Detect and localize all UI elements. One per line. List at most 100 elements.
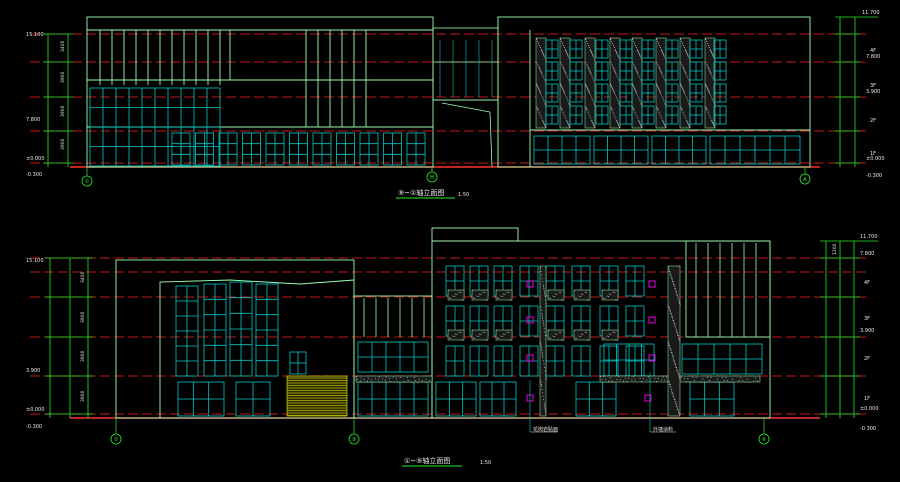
stone-speck: [689, 125, 690, 127]
stone-speck: [663, 121, 665, 123]
dim-label: 3900: [60, 105, 66, 117]
stone-speck: [681, 41, 683, 42]
stone-speck: [677, 335, 679, 337]
note-leader: 外墙涂料: [649, 372, 676, 433]
stone-speck: [707, 88, 709, 90]
stone-speck: [544, 123, 546, 125]
stone-speck: [718, 381, 720, 383]
stone-speck: [508, 331, 510, 333]
stone-speck: [448, 297, 450, 299]
stone-speck: [709, 115, 711, 117]
svg-text:①: ①: [85, 179, 90, 185]
svg-text:花岗岩贴面: 花岗岩贴面: [533, 426, 558, 433]
stone-speck: [454, 335, 456, 337]
stone-speck: [685, 96, 687, 98]
stone-speck: [541, 52, 543, 54]
stone-speck: [722, 377, 723, 379]
stone-speck: [616, 119, 618, 121]
level-label: ±0.000: [866, 156, 885, 162]
stone-speck: [356, 376, 357, 377]
stone-speck: [669, 346, 671, 348]
stone-speck: [741, 380, 743, 382]
stone-speck: [638, 75, 640, 77]
stone-speck: [590, 50, 591, 52]
stone-speck: [707, 45, 709, 46]
stone-speck: [664, 102, 666, 104]
stone-speck: [679, 266, 681, 267]
stone-speck: [683, 91, 685, 93]
stone-speck: [478, 335, 480, 337]
stone-speck: [580, 293, 582, 295]
stone-speck: [714, 104, 716, 106]
stone-speck: [588, 299, 590, 301]
marker-square: [526, 316, 534, 324]
stone-speck: [588, 339, 590, 341]
stone-speck: [616, 299, 618, 301]
stone-speck: [536, 62, 538, 64]
stone-speck: [710, 52, 712, 54]
stone-speck: [673, 284, 675, 286]
stone-speck: [712, 122, 714, 124]
stone-speck: [677, 409, 679, 411]
stone-speck: [658, 66, 660, 68]
stone-speck: [685, 381, 687, 383]
stone-speck: [668, 306, 670, 308]
stone-speck: [673, 397, 675, 399]
stone-speck: [478, 333, 480, 335]
stone-speck: [708, 47, 710, 49]
stone-speck: [540, 267, 542, 269]
stone-speck: [384, 379, 386, 381]
stone-speck: [676, 331, 678, 333]
stone-speck: [539, 90, 540, 92]
stone-speck: [672, 392, 674, 394]
stone-speck: [611, 87, 613, 89]
stone-speck: [472, 337, 474, 339]
stone-speck: [619, 104, 621, 106]
floor-label: 4F: [864, 280, 870, 286]
stone-speck: [612, 291, 614, 293]
stone-speck: [664, 103, 666, 105]
stone-speck: [562, 299, 564, 301]
stone-speck: [590, 72, 592, 74]
stone-speck: [714, 81, 716, 83]
stone-speck: [675, 402, 677, 404]
stone-speck: [684, 115, 686, 117]
stone-speck: [683, 47, 685, 49]
stone-speck: [613, 113, 615, 115]
marker-square: [526, 280, 534, 288]
stone-speck: [587, 66, 589, 68]
stone-speck: [705, 39, 707, 40]
stone-speck: [600, 376, 601, 377]
stone-speck: [641, 125, 642, 127]
stone-speck: [615, 73, 617, 75]
stone-speck: [713, 124, 715, 126]
stone-speck: [542, 321, 544, 323]
stone-speck: [615, 96, 617, 98]
stone-speck: [665, 104, 667, 106]
stone-speck: [585, 39, 587, 40]
stone-panel: [584, 37, 596, 129]
stone-speck: [566, 54, 568, 56]
floor-label: 1F: [870, 151, 876, 157]
stone-speck: [681, 85, 682, 87]
stone-speck: [671, 353, 673, 355]
stone-speck: [486, 299, 488, 301]
stone-speck: [688, 123, 690, 125]
stone-speck: [675, 365, 677, 367]
stone-speck: [673, 358, 674, 360]
stone-panel: [704, 37, 716, 129]
stone-speck: [674, 323, 676, 325]
stone-speck: [588, 90, 589, 92]
stone-speck: [545, 378, 547, 380]
level-label: 15.100: [26, 258, 44, 264]
marker-square: [526, 354, 534, 362]
stone-speck: [676, 405, 677, 407]
stone-speck: [668, 380, 669, 382]
stone-speck: [548, 297, 550, 299]
stone-speck: [688, 58, 690, 60]
stone-speck: [561, 41, 563, 42]
stone-speck: [740, 377, 742, 379]
stone-speck: [589, 92, 590, 94]
stone-speck: [674, 362, 676, 363]
axis-bubble: A: [799, 167, 811, 185]
